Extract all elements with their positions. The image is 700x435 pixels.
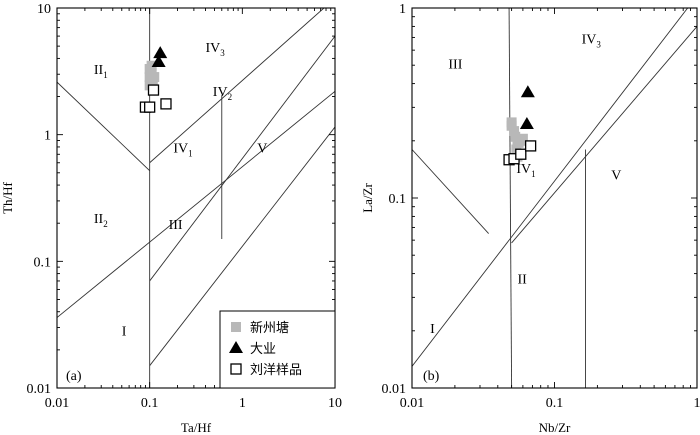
field-label: III bbox=[448, 58, 462, 73]
field-label: III bbox=[169, 218, 183, 233]
field-boundary bbox=[149, 35, 335, 282]
y-tick-label: 0.01 bbox=[382, 382, 407, 397]
y-tick-label: 0.1 bbox=[389, 192, 407, 207]
field-label: I bbox=[430, 322, 435, 337]
y-axis-label: La/Zr bbox=[360, 183, 375, 213]
field-boundary bbox=[149, 126, 335, 366]
field-boundary bbox=[149, 8, 325, 164]
data-point bbox=[519, 117, 534, 130]
y-tick-label: 10 bbox=[37, 2, 51, 17]
legend-marker bbox=[231, 322, 241, 332]
y-tick-label: 1 bbox=[44, 129, 51, 144]
data-point bbox=[524, 140, 537, 152]
legend-marker bbox=[229, 341, 243, 353]
x-axis-label: Ta/Hf bbox=[181, 420, 212, 435]
field-label: IV1 bbox=[173, 142, 192, 159]
field-boundary bbox=[508, 8, 513, 388]
field-label: IV3 bbox=[582, 33, 602, 50]
data-point bbox=[520, 85, 535, 98]
panel-a-frame bbox=[56, 7, 336, 389]
legend-label: 刘洋样品 bbox=[250, 363, 302, 378]
series-1 bbox=[151, 46, 168, 67]
data-point bbox=[147, 84, 160, 96]
field-label: V bbox=[257, 142, 267, 157]
x-axis-label: Nb/Zr bbox=[539, 420, 571, 435]
field-label: V bbox=[611, 169, 621, 184]
x-tick-label: 1 bbox=[694, 396, 700, 411]
field-label: II2 bbox=[94, 212, 108, 229]
series-1 bbox=[519, 85, 535, 130]
field-label: II bbox=[518, 272, 528, 287]
field-label: IV3 bbox=[205, 41, 225, 58]
data-point bbox=[149, 72, 160, 83]
data-point bbox=[515, 148, 527, 160]
x-tick-label: 0.01 bbox=[400, 396, 425, 411]
series-2 bbox=[503, 140, 537, 166]
panel-label: (a) bbox=[66, 369, 82, 384]
x-tick-label: 0.01 bbox=[45, 396, 70, 411]
series-2 bbox=[139, 84, 172, 113]
field-label: IV2 bbox=[213, 85, 232, 102]
data-point bbox=[151, 54, 166, 67]
field-label: II1 bbox=[94, 63, 108, 80]
y-tick-label: 0.01 bbox=[27, 382, 52, 397]
data-point bbox=[146, 60, 157, 71]
y-tick-label: 1 bbox=[399, 2, 406, 17]
field-boundary bbox=[57, 81, 150, 171]
data-point bbox=[160, 98, 172, 110]
data-point bbox=[506, 117, 517, 128]
x-tick-label: 10 bbox=[328, 396, 342, 411]
x-tick-label: 1 bbox=[239, 396, 246, 411]
x-tick-label: 0.1 bbox=[141, 396, 159, 411]
data-point bbox=[509, 126, 520, 137]
field-boundary bbox=[511, 26, 697, 244]
field-boundary bbox=[57, 90, 335, 318]
x-tick-label: 0.1 bbox=[546, 396, 564, 411]
y-axis-label: Th/Hf bbox=[0, 181, 15, 213]
legend-label: 大业 bbox=[250, 342, 276, 357]
legend-marker bbox=[230, 363, 242, 375]
panel-label: (b) bbox=[423, 369, 440, 384]
field-label: IV1 bbox=[516, 162, 535, 179]
panel-a-boundaries bbox=[57, 8, 335, 388]
field-label: I bbox=[122, 324, 127, 339]
legend-label: 新州塘 bbox=[250, 320, 289, 336]
data-point bbox=[144, 101, 156, 113]
y-tick-label: 0.1 bbox=[34, 255, 52, 270]
data-point bbox=[517, 133, 528, 144]
field-boundary bbox=[412, 149, 489, 234]
data-point bbox=[153, 46, 168, 59]
panel-b-boundaries bbox=[412, 8, 697, 388]
panel-b-ticks bbox=[411, 8, 697, 389]
field-boundary bbox=[412, 8, 689, 367]
